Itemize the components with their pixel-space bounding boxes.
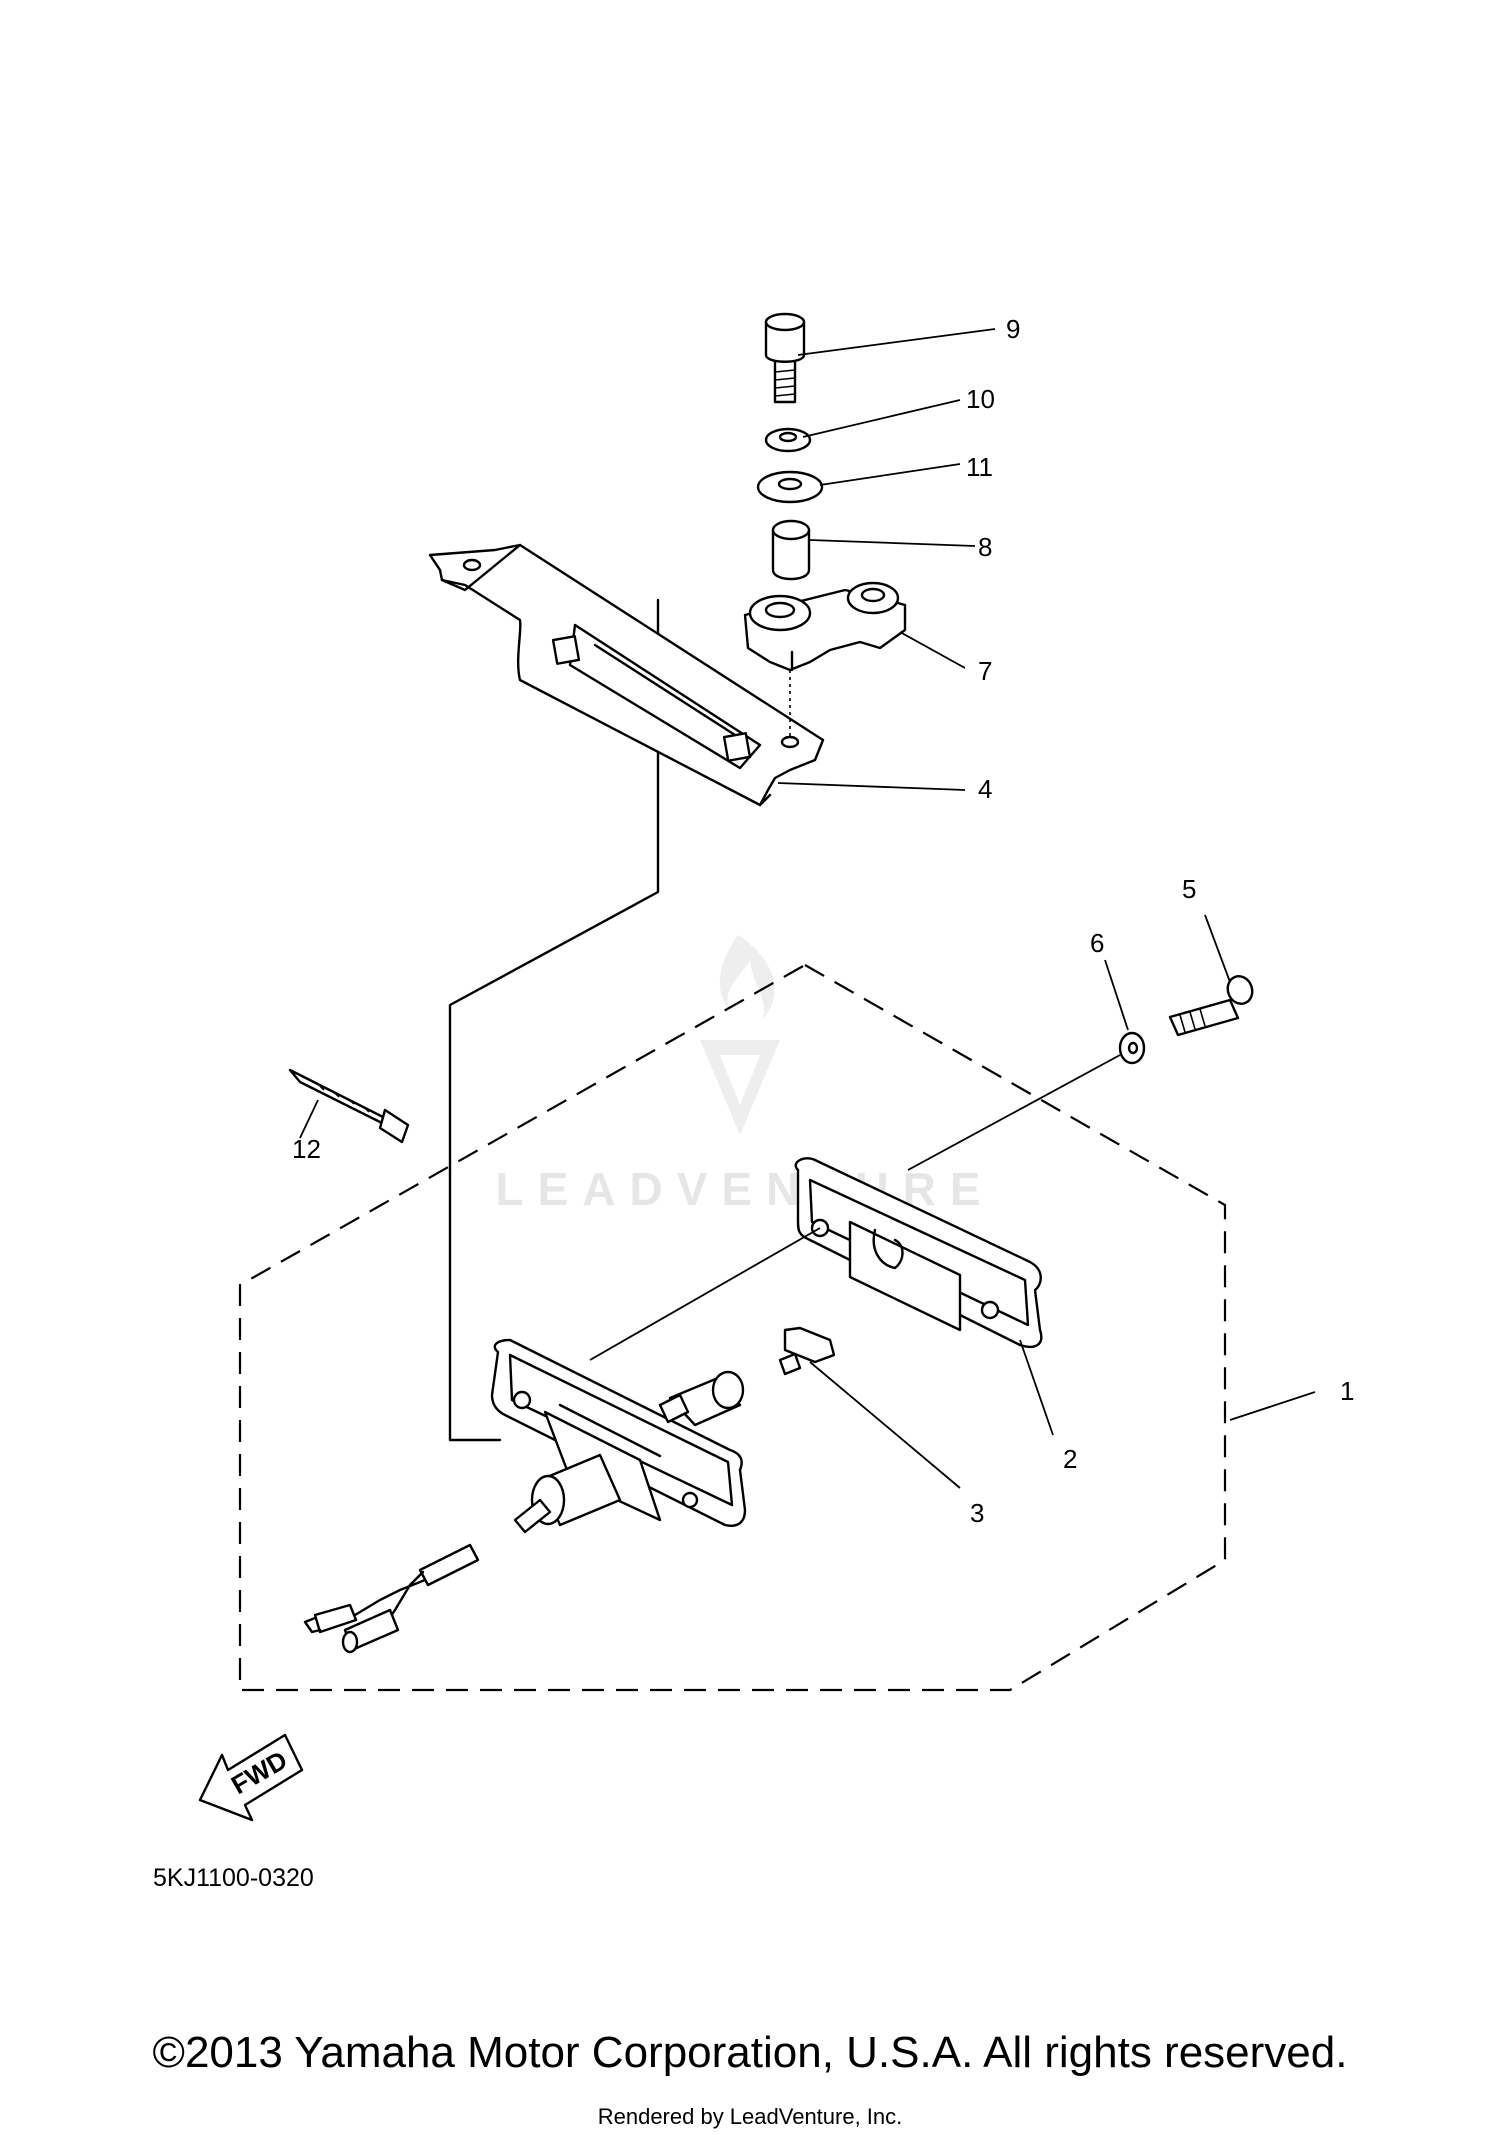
watermark-text: LEADVENTURE (495, 1163, 994, 1215)
callout-11: 11 (966, 452, 993, 482)
wire-harness (303, 1498, 552, 1654)
cable-tie (288, 1068, 410, 1144)
rendered-by-notice: Rendered by LeadVenture, Inc. (597, 2104, 903, 2129)
callout-9: 9 (1006, 314, 1020, 344)
callout-12: 12 (292, 1134, 321, 1164)
bulb-socket (530, 1370, 745, 1527)
leader-lines (299, 328, 1316, 1489)
callouts: 1 2 3 4 5 6 7 8 9 10 11 12 (292, 314, 1354, 1528)
bolt (764, 312, 806, 404)
callout-1: 1 (1340, 1376, 1354, 1406)
wire-route-line (448, 598, 660, 1442)
callout-7: 7 (978, 656, 992, 686)
pivot-arm (743, 581, 907, 740)
washer-small (1118, 1031, 1146, 1065)
plain-washer (756, 470, 824, 504)
callout-5: 5 (1182, 874, 1196, 904)
callout-6: 6 (1090, 928, 1104, 958)
callout-2: 2 (1063, 1444, 1077, 1474)
diagram-code: 5KJ1100-0320 (153, 1864, 314, 1892)
callout-8: 8 (978, 532, 992, 562)
fwd-arrow: FWD (198, 1733, 304, 1822)
watermark: LEADVENTURE (495, 935, 994, 1215)
bulb (778, 1326, 836, 1376)
callout-3: 3 (970, 1498, 984, 1528)
mounting-bracket (428, 543, 825, 807)
callout-4: 4 (978, 774, 992, 804)
copyright-notice: ©2013 Yamaha Motor Corporation, U.S.A. A… (152, 2028, 1348, 2077)
lamp-housing (490, 1338, 747, 1527)
lamp-lens (794, 1157, 1043, 1349)
assembly-boundary (238, 963, 1227, 1692)
collar (771, 519, 811, 581)
callout-10: 10 (966, 384, 995, 414)
lock-washer (764, 427, 812, 453)
screw (1168, 975, 1254, 1037)
